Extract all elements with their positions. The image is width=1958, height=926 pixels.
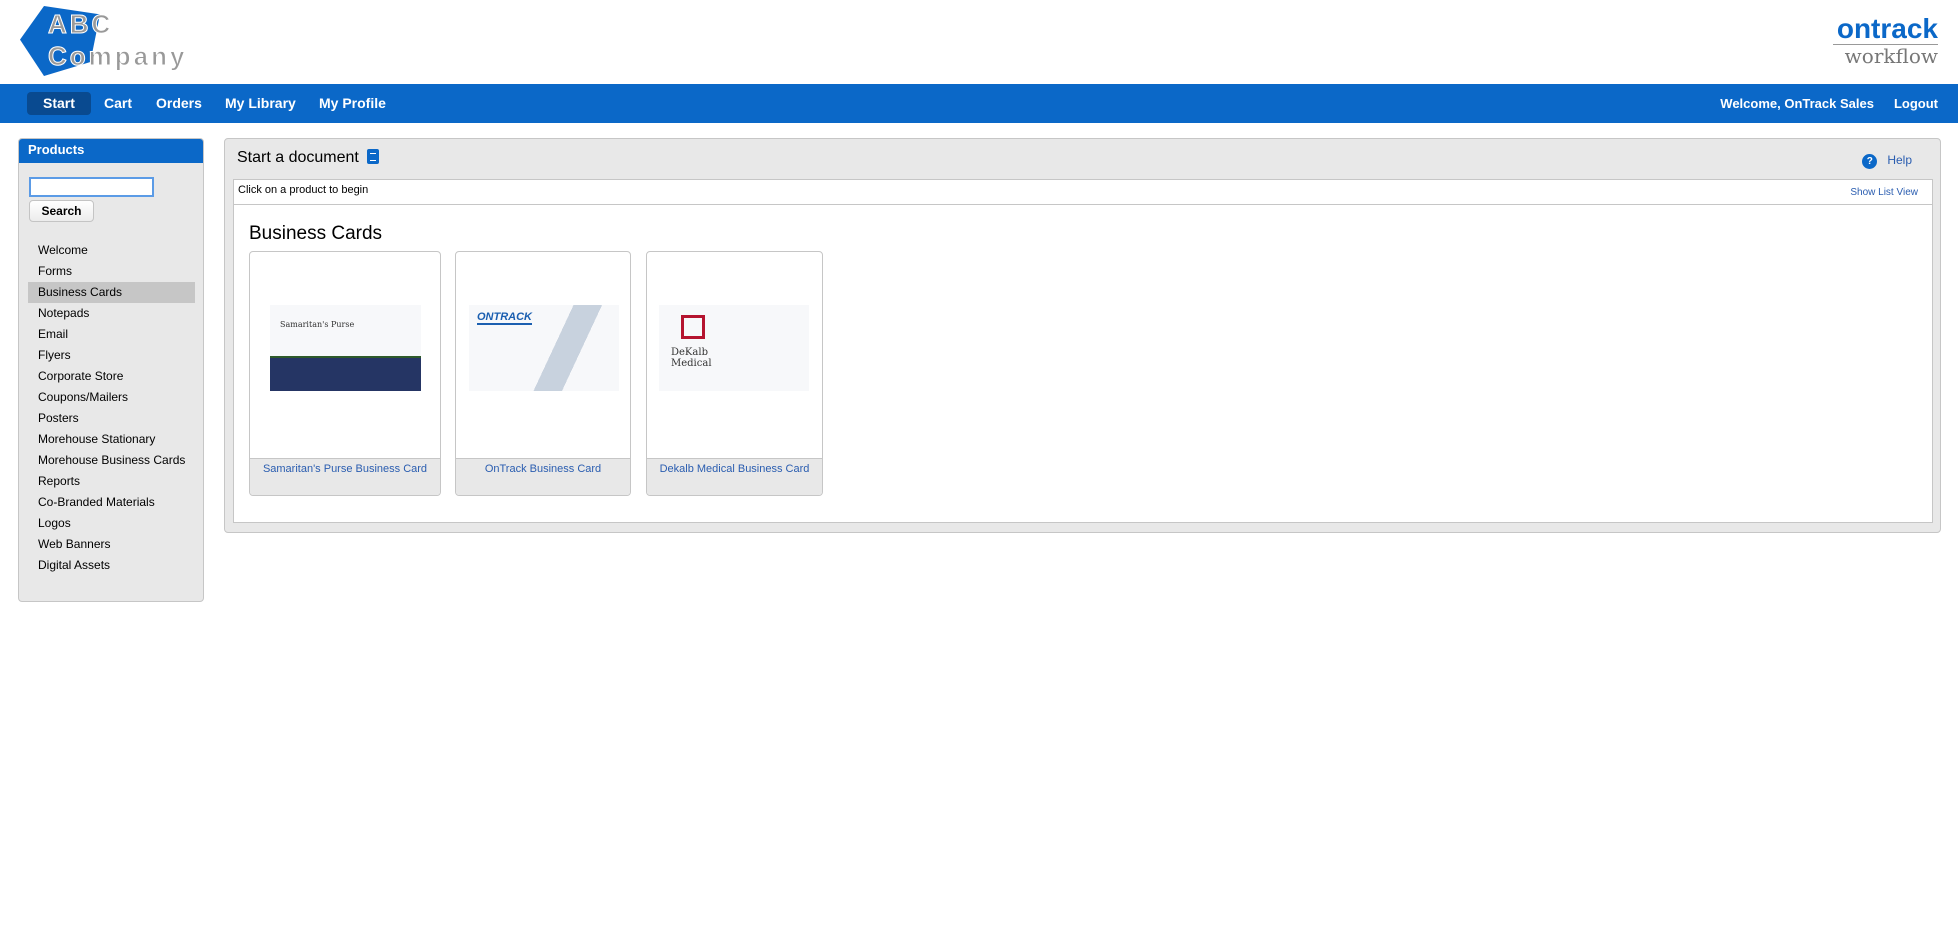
product-name: Samaritan's Purse Business Card (250, 458, 440, 495)
category-co-branded-materials[interactable]: Co-Branded Materials (38, 495, 155, 509)
search-button[interactable]: Search (29, 200, 94, 222)
help-icon: ? (1862, 154, 1878, 169)
start-document-panel: Start a document ?Help Click on a produc… (224, 138, 1941, 533)
category-notepads[interactable]: Notepads (38, 306, 90, 320)
dekalb-logo-icon (681, 315, 705, 339)
product-card-ontrack[interactable]: ONTRACK OnTrack Business Card (455, 251, 631, 496)
product-card-samaritans-purse[interactable]: Samaritan's Purse Samaritan's Purse Busi… (249, 251, 441, 496)
category-business-cards[interactable]: Business Cards (28, 282, 195, 303)
ontrack-card-thumbnail: ONTRACK (469, 305, 619, 391)
category-coupons-mailers[interactable]: Coupons/Mailers (38, 390, 129, 404)
product-area: Click on a product to begin Show List Vi… (233, 179, 1933, 523)
category-flyers[interactable]: Flyers (38, 348, 71, 362)
product-name: Dekalb Medical Business Card (647, 458, 822, 495)
product-category-list: Welcome Forms Business Cards Notepads Em… (28, 240, 195, 576)
samaritans-purse-card-thumbnail: Samaritan's Purse (270, 305, 421, 391)
product-search-input[interactable] (29, 177, 154, 197)
category-logos[interactable]: Logos (38, 516, 71, 530)
product-name: OnTrack Business Card (456, 458, 630, 495)
panel-title: Start a document (237, 149, 379, 167)
category-email[interactable]: Email (38, 327, 69, 341)
category-morehouse-business-cards[interactable]: Morehouse Business Cards (38, 453, 186, 467)
category-web-banners[interactable]: Web Banners (38, 537, 111, 551)
category-reports[interactable]: Reports (38, 474, 81, 488)
category-welcome[interactable]: Welcome (38, 243, 88, 257)
top-nav: Start Cart Orders My Library My Profile … (0, 84, 1958, 123)
nav-cart[interactable]: Cart (104, 95, 133, 111)
products-sidebar: Products Search Welcome Forms Business C… (18, 138, 204, 602)
category-corporate-store[interactable]: Corporate Store (38, 369, 124, 383)
nav-start[interactable]: Start (27, 92, 91, 115)
sidebar-title: Products (19, 139, 203, 163)
category-posters[interactable]: Posters (38, 411, 79, 425)
user-menu: Welcome, OnTrack Sales Logout (1714, 92, 1944, 115)
category-forms[interactable]: Forms (38, 264, 72, 278)
document-icon (366, 149, 379, 164)
nav-my-profile[interactable]: My Profile (319, 95, 386, 111)
logout-link[interactable]: Logout (1893, 96, 1938, 111)
product-card-dekalb-medical[interactable]: DeKalb Medical Dekalb Medical Business C… (646, 251, 823, 496)
welcome-text: Welcome, OnTrack Sales (1720, 96, 1874, 111)
help-link[interactable]: ?Help (1862, 153, 1912, 169)
show-list-view-link[interactable]: Show List View (1850, 187, 1918, 198)
ontrack-workflow-logo: ontrack workflow (1833, 15, 1938, 67)
dekalb-medical-card-thumbnail: DeKalb Medical (659, 305, 809, 391)
section-title: Business Cards (249, 223, 383, 244)
nav-orders[interactable]: Orders (156, 95, 202, 111)
nav-my-library[interactable]: My Library (225, 95, 296, 111)
category-morehouse-stationary[interactable]: Morehouse Stationary (38, 432, 156, 446)
instruction-text: Click on a product to begin (234, 180, 1932, 205)
category-digital-assets[interactable]: Digital Assets (38, 558, 111, 572)
